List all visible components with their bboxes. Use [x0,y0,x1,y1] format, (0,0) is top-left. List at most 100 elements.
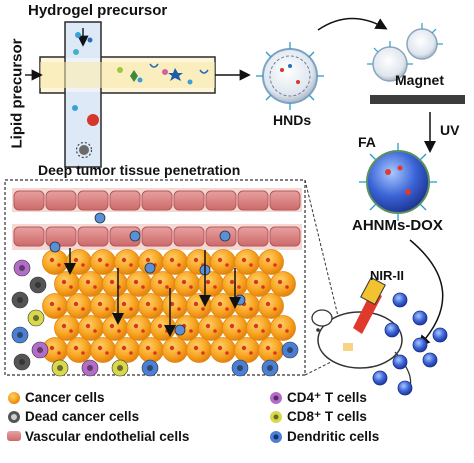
hnds-label: HNDs [273,112,312,128]
cancer-cell-nucleus [61,323,67,329]
immune-cell-nucleus [147,365,153,371]
cancer-cell-nucleus [249,351,253,355]
cancer-cell-nucleus [205,323,211,329]
cancer-cell-nucleus [129,307,133,311]
magnet-label: Magnet [395,72,444,88]
cancer-cell [162,249,188,275]
endothelial-cell [45,190,77,211]
cancer-cell-nucleus [253,323,259,329]
cancer-cell [150,271,176,297]
immune-cell-nucleus [37,347,43,353]
cancer-cell [90,337,116,363]
cancer-cell-nucleus [141,285,145,289]
immune-cell-nucleus [35,282,41,288]
magnetic-particles [367,23,443,82]
endothelial-cell [77,226,109,247]
cancer-cell-nucleus [81,263,85,267]
cancer-cell-nucleus [105,351,109,355]
immune-cell-nucleus [19,359,25,365]
cancer-cell-nucleus [169,257,175,263]
cancer-cell [210,337,236,363]
cancer-cell [162,293,188,319]
cancer-cell-nucleus [69,285,73,289]
cancer-cell [90,293,116,319]
cancer-cell-nucleus [217,301,223,307]
cancer-cell [246,271,272,297]
endothelial-cell [77,190,109,211]
cancer-cell-nucleus [141,329,145,333]
endothelial-cell [205,190,237,211]
nanoparticle [397,380,413,396]
penetration-arrows [64,248,241,337]
mouse-illustration [311,309,412,396]
cancer-cell-nucleus [229,279,235,285]
endothelial-cell [141,190,173,211]
cancer-cell [234,249,260,275]
cancer-cell-nucleus [277,323,283,329]
nanoparticle [144,262,156,274]
cancer-cell-nucleus [61,279,67,285]
cancer-cell [270,315,296,341]
cancer-cell-nucleus [249,307,253,311]
cancer-cell-nucleus [177,263,181,267]
immune-cell-nucleus [237,365,243,371]
cancer-cell [54,315,80,341]
cancer-cell-nucleus [201,351,205,355]
nir-label: NIR-II [370,268,404,283]
cancer-cell-nucleus [205,279,211,285]
cancer-cell-nucleus [253,279,259,285]
cancer-cell-nucleus [273,307,277,311]
cancer-cell-nucleus [93,329,97,333]
legend-icons [7,392,282,443]
cancer-cell [102,315,128,341]
cancer-cell-nucleus [265,257,271,263]
cancer-cell-nucleus [261,285,265,289]
cancer-cell-nucleus [249,263,253,267]
cancer-cell-nucleus [213,285,217,289]
microfluidic-chip [39,21,216,168]
cancer-cell-nucleus [97,301,103,307]
cancer-cell [66,337,92,363]
endothelial-cell [13,190,45,211]
cancer-cell-nucleus [177,307,181,311]
nanoparticle [412,337,428,353]
endothelial-cell [237,226,269,247]
immune-cell-nucleus [87,365,93,371]
cancer-cell [162,337,188,363]
cancer-cell-nucleus [189,285,193,289]
endothelial-cell [173,190,205,211]
immune-cell-nucleus [267,365,273,371]
cancer-cell [54,271,80,297]
nanoparticle [422,352,438,368]
cancer-cell-nucleus [273,263,277,267]
endothelial-cell [141,226,173,247]
cancer-cell-nucleus [97,345,103,351]
cancer-cell-nucleus [201,307,205,311]
cancer-cell-icon [8,392,20,404]
immune-cell-nucleus [287,347,293,353]
legend-cancer-cells: Cancer cells [25,390,105,405]
cancer-cell-nucleus [265,345,271,351]
cancer-cell-nucleus [97,257,103,263]
cancer-cell [126,315,152,341]
nanoparticle [372,370,388,386]
endothelial-cell [13,226,45,247]
cancer-cell [42,249,68,275]
immune-cells [11,212,299,377]
cancer-cell-nucleus [117,329,121,333]
cancer-cell [138,293,164,319]
cancer-cell [234,337,260,363]
cancer-cell-nucleus [153,307,157,311]
cancer-cell-nucleus [237,329,241,333]
nanoparticle [49,241,61,253]
cancer-cell-nucleus [129,351,133,355]
cancer-cell-nucleus [57,263,61,267]
cancer-cell-nucleus [109,279,115,285]
cancer-cell-nucleus [265,301,271,307]
cancer-cell-nucleus [177,351,181,355]
cancer-cell-nucleus [153,351,157,355]
cancer-cell-nucleus [193,345,199,351]
blood-vessel [12,188,302,250]
nir-laser [353,276,386,334]
